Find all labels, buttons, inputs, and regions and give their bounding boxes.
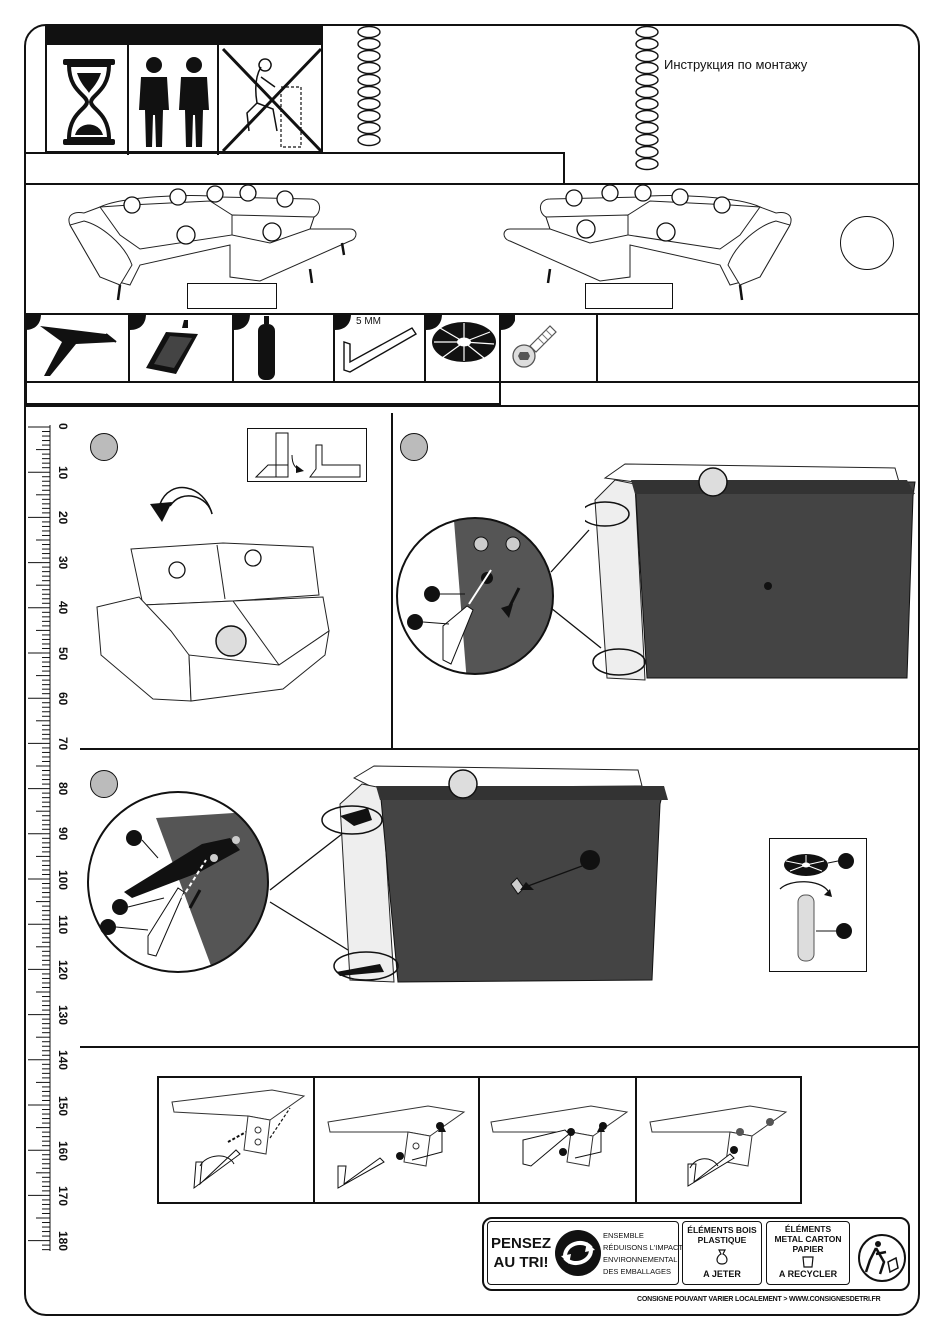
sofa-section-illustration bbox=[93, 535, 333, 707]
sofa-right-label-box bbox=[585, 283, 673, 309]
waste-title-line2: PLASTIQUE bbox=[682, 1236, 762, 1245]
ruler-label: 110 bbox=[56, 915, 70, 934]
hourglass-icon bbox=[61, 57, 117, 147]
empty-callout-circle bbox=[840, 216, 894, 270]
recycle-bin-icon bbox=[801, 1256, 815, 1268]
angled-leg-part bbox=[36, 320, 122, 378]
triman-logo-icon bbox=[856, 1232, 908, 1284]
waste-title-line1: ÉLÉMENTS BOIS bbox=[682, 1226, 762, 1235]
no-single-lift-icon bbox=[221, 47, 323, 153]
ruler-label: 0 bbox=[56, 423, 70, 430]
ruler-label: 30 bbox=[56, 556, 70, 569]
two-persons-icon bbox=[135, 55, 213, 150]
ruler-label: 50 bbox=[56, 647, 70, 660]
ruler-label: 160 bbox=[56, 1141, 70, 1161]
sequence-frame-3 bbox=[483, 1080, 633, 1200]
ruler-label: 40 bbox=[56, 601, 70, 614]
ruler-label: 90 bbox=[56, 827, 70, 840]
ruler-label: 140 bbox=[56, 1050, 70, 1070]
slogan-line2: RÉDUISONS L'IMPACT bbox=[603, 1244, 683, 1252]
ruler-label: 70 bbox=[56, 737, 70, 750]
slogan-line3: ENVIRONNEMENTAL bbox=[603, 1256, 677, 1264]
step-1-marker bbox=[90, 433, 118, 461]
recycle-title-line1: ÉLÉMENTS bbox=[766, 1225, 850, 1234]
recycle-title-line2: METAL CARTON bbox=[766, 1235, 850, 1244]
ruler-label: 170 bbox=[56, 1186, 70, 1206]
frame-underside-illustration bbox=[585, 460, 920, 685]
ruler-label: 180 bbox=[56, 1231, 70, 1251]
ruler-label: 120 bbox=[56, 960, 70, 980]
ruler-label: 150 bbox=[56, 1096, 70, 1116]
rotate-arrow-icon bbox=[148, 478, 218, 528]
ruler-label: 60 bbox=[56, 692, 70, 705]
sequence-frame-4 bbox=[640, 1080, 795, 1200]
step-3-zoom-detail bbox=[80, 790, 360, 975]
recycle-title-line3: PAPIER bbox=[766, 1245, 850, 1254]
ruler-label: 130 bbox=[56, 1005, 70, 1025]
orientation-detail-box bbox=[247, 428, 367, 482]
ruler-label: 100 bbox=[56, 870, 70, 890]
leg-glide-detail-box bbox=[769, 838, 867, 972]
ruler-label: 80 bbox=[56, 782, 70, 795]
step-2-marker bbox=[400, 433, 428, 461]
recycle-main-line1: PENSEZ bbox=[488, 1236, 554, 1252]
allen-key-icon bbox=[338, 318, 422, 376]
triman-recycle-icon bbox=[553, 1228, 603, 1278]
sequence-frame-1 bbox=[162, 1080, 310, 1200]
callout-column-left bbox=[355, 26, 383, 152]
sofa-left-label-box bbox=[187, 283, 277, 309]
waste-action: A JETER bbox=[682, 1270, 762, 1279]
ruler-label: 20 bbox=[56, 511, 70, 524]
step-2-zoom-detail bbox=[395, 508, 605, 683]
recycle-main-line2: AU TRI! bbox=[488, 1255, 554, 1271]
sequence-frame-2 bbox=[318, 1080, 474, 1200]
wedge-leg-part bbox=[136, 318, 226, 378]
callout-column-right bbox=[633, 26, 661, 176]
slogan-line1: ENSEMBLE bbox=[603, 1232, 644, 1240]
cylinder-leg-part bbox=[252, 316, 282, 382]
slogan-line4: DES EMBALLAGES bbox=[603, 1268, 671, 1276]
warning-icons-panel bbox=[45, 25, 323, 153]
bolt-part bbox=[510, 318, 558, 370]
measurement-ruler bbox=[26, 425, 52, 1255]
trash-bag-icon bbox=[714, 1248, 730, 1266]
recycle-action: A RECYCLER bbox=[766, 1270, 850, 1279]
recycling-note: CONSIGNE POUVANT VARIER LOCALEMENT > WWW… bbox=[637, 1296, 880, 1303]
ruler-label: 10 bbox=[56, 466, 70, 479]
glide-disc-part bbox=[430, 318, 498, 368]
frame-leg-illustration bbox=[318, 764, 678, 989]
instruction-title: Инструкция по монтажу bbox=[664, 57, 807, 72]
